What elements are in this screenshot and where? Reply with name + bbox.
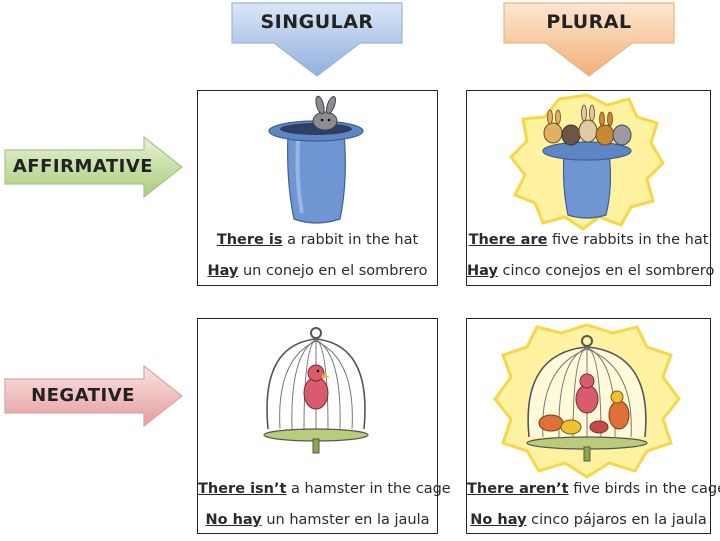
spanish-sentence: Hay cinco conejos en el sombrero xyxy=(467,263,714,279)
spanish-key-phrase: Hay xyxy=(207,263,239,279)
affirmative-row-label: AFFIRMATIVE xyxy=(12,156,154,177)
english-rest: a hamster in the cage xyxy=(286,481,451,497)
rabbits-hat-icon xyxy=(509,93,665,231)
affirmative-row-arrow: AFFIRMATIVE xyxy=(4,136,184,198)
spanish-key-phrase: No hay xyxy=(470,512,527,528)
right-arrow-shape xyxy=(4,365,183,427)
down-arrow-shape xyxy=(503,2,675,77)
plural-header-arrow: PLURAL xyxy=(502,2,676,78)
panel-affirmative-singular: There is a rabbit in the hat Hay un cone… xyxy=(197,90,438,286)
panel-affirmative-plural: There are five rabbits in the hat Hay ci… xyxy=(466,90,714,286)
negative-row-arrow: NEGATIVE xyxy=(4,365,184,427)
english-sentence: There is a rabbit in the hat xyxy=(198,232,437,248)
spanish-key-phrase: No hay xyxy=(205,512,262,528)
spanish-rest: un conejo en el sombrero xyxy=(238,263,428,279)
rabbit-hat-icon xyxy=(268,95,364,224)
english-rest: a rabbit in the hat xyxy=(282,232,419,248)
bird-cage-icon xyxy=(263,327,369,454)
spanish-key-phrase: Hay xyxy=(467,263,498,279)
down-arrow-shape xyxy=(231,2,403,77)
spanish-sentence: No hay cinco pájaros en la jaula xyxy=(467,512,710,528)
spanish-rest: cinco pájaros en la jaula xyxy=(526,512,707,528)
negative-row-label: NEGATIVE xyxy=(31,385,135,406)
english-key-phrase: There aren’t xyxy=(467,481,569,497)
panel-negative-plural: There aren’t five birds in the cage No h… xyxy=(466,318,720,534)
spanish-sentence: No hay un hamster en la jaula xyxy=(198,512,437,528)
singular-header-label: SINGULAR xyxy=(260,11,374,33)
english-key-phrase: There isn’t xyxy=(198,481,287,497)
plural-header-label: PLURAL xyxy=(546,11,632,33)
english-sentence: There are five rabbits in the hat xyxy=(467,232,710,248)
birds-cage-icon xyxy=(493,323,681,479)
panel-negative-singular: There isn’t a hamster in the cage No hay… xyxy=(197,318,451,534)
right-arrow-shape xyxy=(4,136,183,198)
english-rest: five birds in the cage xyxy=(568,481,720,497)
english-rest: five rabbits in the hat xyxy=(547,232,709,248)
english-key-phrase: There is xyxy=(216,232,283,248)
spanish-rest: cinco conejos en el sombrero xyxy=(497,263,715,279)
english-sentence: There aren’t five birds in the cage xyxy=(467,481,720,497)
spanish-sentence: Hay un conejo en el sombrero xyxy=(198,263,437,279)
spanish-rest: un hamster en la jaula xyxy=(261,512,430,528)
english-key-phrase: There are xyxy=(468,232,548,248)
english-sentence: There isn’t a hamster in the cage xyxy=(198,481,451,497)
singular-header-arrow: SINGULAR xyxy=(230,2,404,78)
